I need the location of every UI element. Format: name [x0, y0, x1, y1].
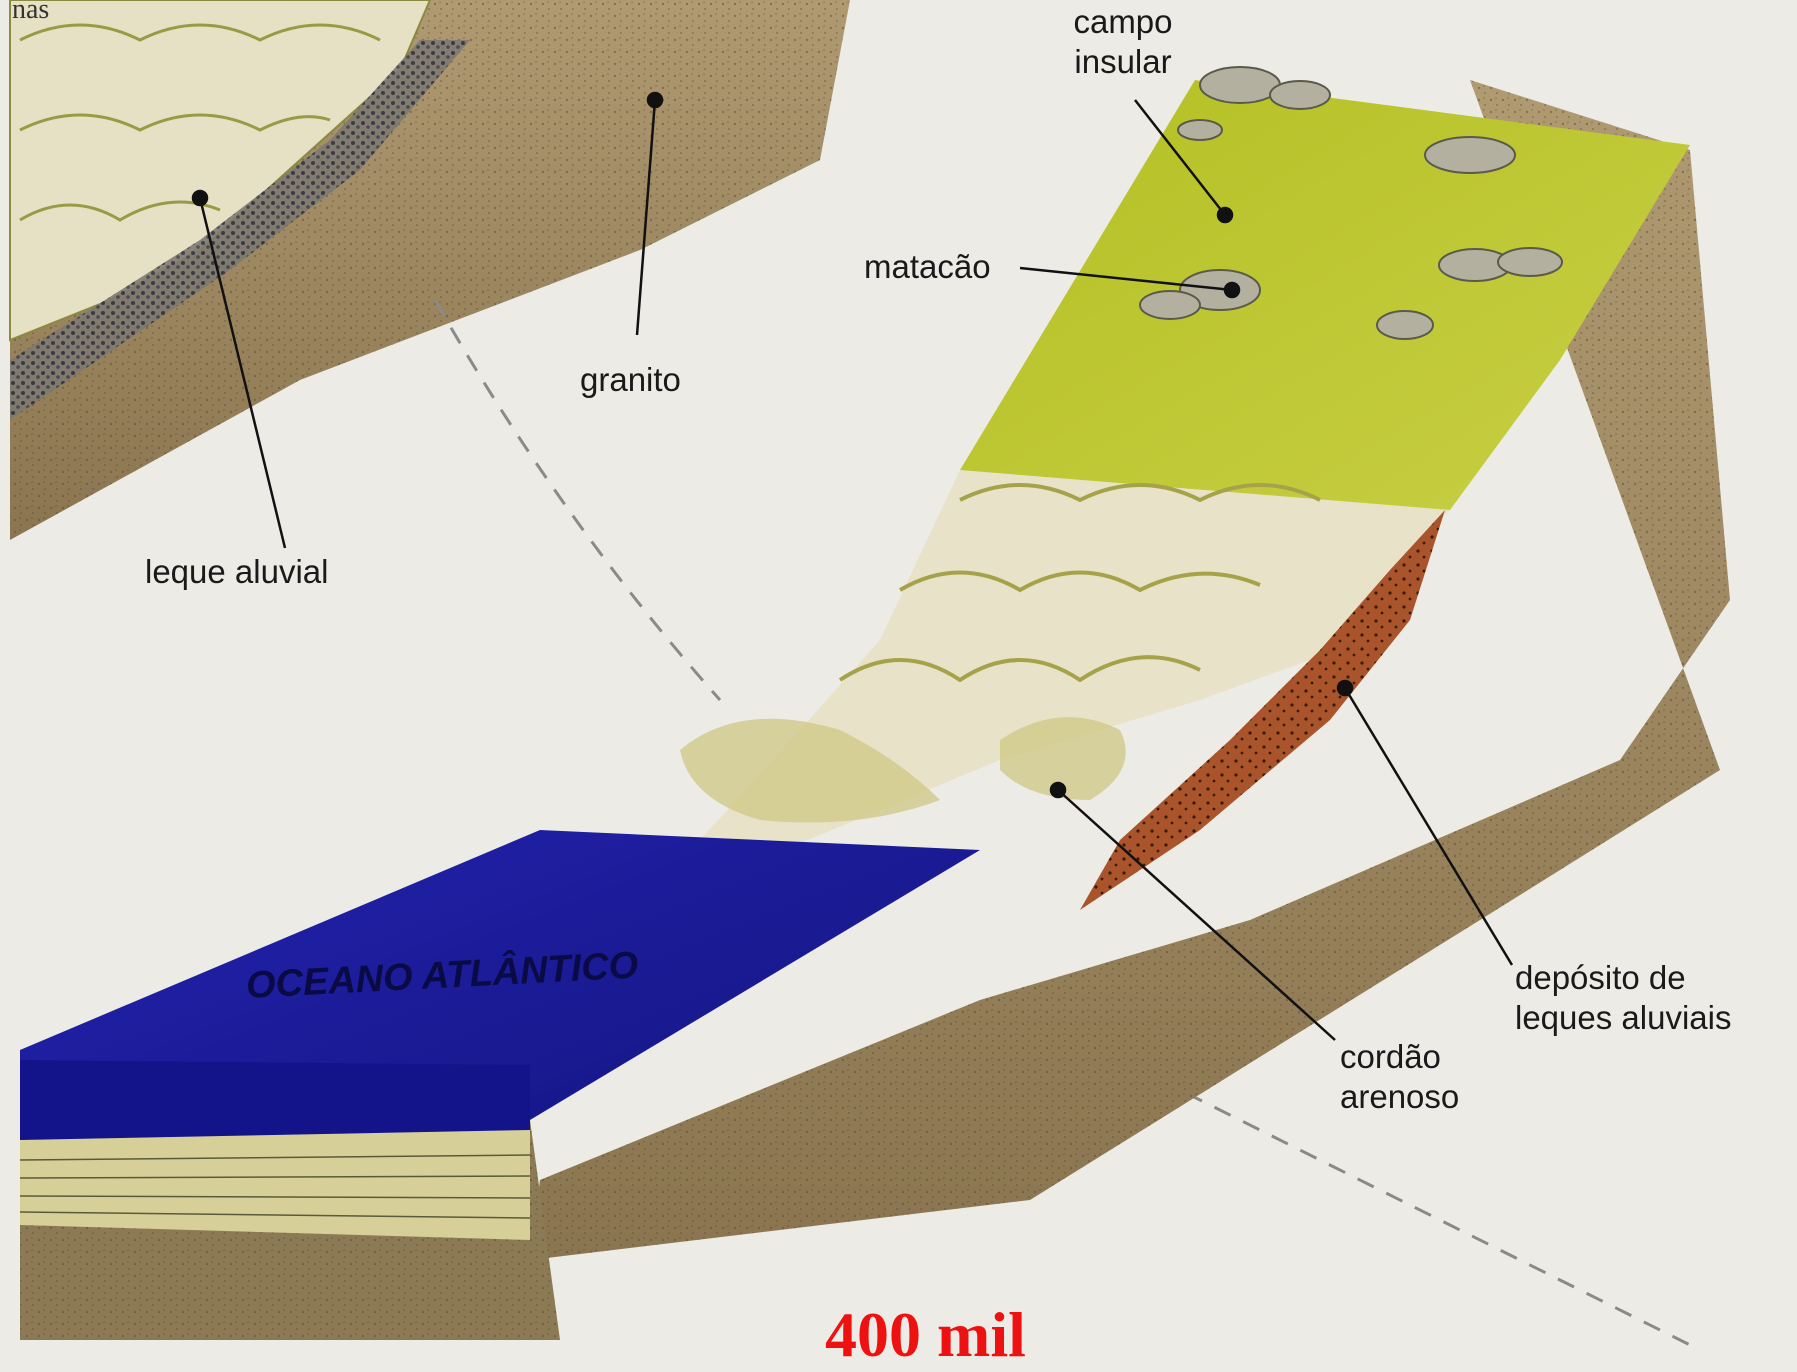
label-leque-aluvial: leque aluvial: [145, 552, 328, 592]
label-granito: granito: [580, 360, 681, 400]
label-campo-insular: campo insular: [1048, 2, 1198, 82]
ocean-sediment-layers: [20, 1130, 530, 1240]
grassland-surface: [960, 80, 1690, 510]
label-campo-insular-line2: insular: [1048, 42, 1198, 82]
edge-text-fragment: nas: [12, 0, 49, 26]
ocean-front: [20, 1060, 530, 1140]
label-campo-insular-line1: campo: [1048, 2, 1198, 42]
label-cordao-line1: cordão: [1340, 1037, 1459, 1077]
label-deposito-line2: leques aluviais: [1515, 998, 1731, 1038]
label-deposito-line1: depósito de: [1515, 958, 1731, 998]
label-cordao-line2: arenoso: [1340, 1077, 1459, 1117]
label-deposito-leques: depósito de leques aluviais: [1515, 958, 1731, 1038]
upper-left-block: [10, 0, 850, 540]
bottom-caption: 400 mil: [825, 1298, 1026, 1372]
label-cordao-arenoso: cordão arenoso: [1340, 1037, 1459, 1117]
label-matacao: matacão: [864, 247, 991, 287]
